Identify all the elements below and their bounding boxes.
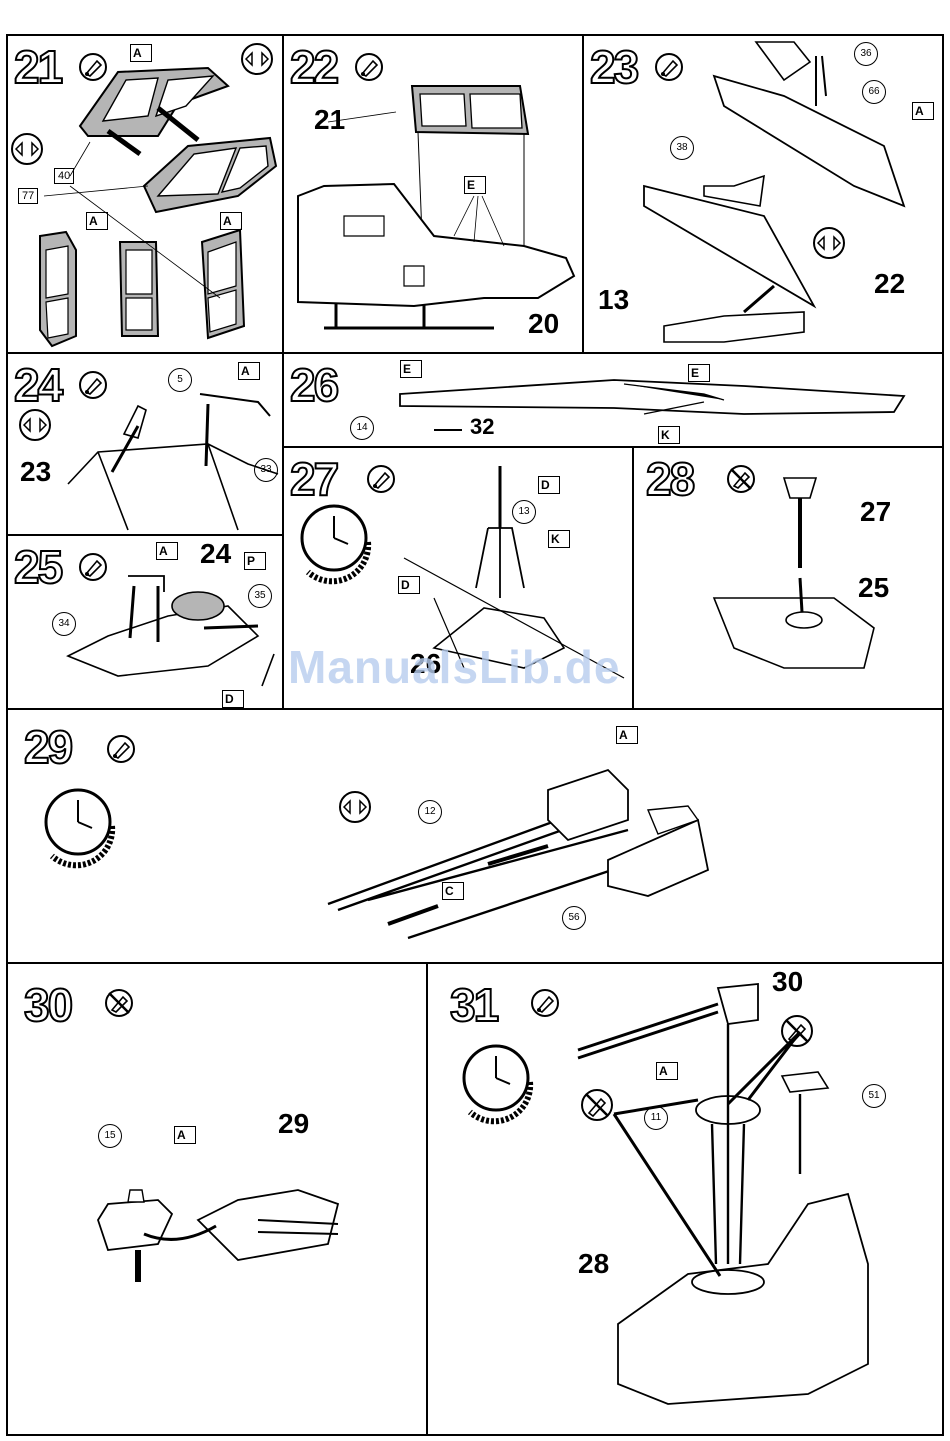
step-29-panel: 29 A 12 C 56	[6, 708, 944, 964]
canopy-drawing	[8, 36, 284, 354]
sight-drawing	[8, 536, 284, 710]
gun-barrel-drawing	[8, 710, 944, 964]
turret-install-drawing	[428, 964, 944, 1436]
rotor-blade-drawing	[284, 354, 944, 448]
cockpit-drawing	[284, 36, 584, 354]
step-22-panel: 22 21 20 E	[282, 34, 584, 354]
step-30-panel: 30 15 A 29	[6, 962, 428, 1436]
step-23-panel: 23 36 66 A 38 22 13	[582, 34, 944, 354]
step-21-panel: 21 A A A 40 77	[6, 34, 284, 354]
gun-mount-drawing	[8, 964, 428, 1436]
step-26-panel: 26 E E 14 32 K	[282, 352, 944, 448]
step-24-panel: 24 5 A 23 33	[6, 352, 284, 536]
antenna-drawing	[8, 354, 284, 536]
step-28-panel: 28 27 25	[632, 446, 944, 710]
watermark: ManualsLib.de	[288, 640, 620, 694]
step-25-panel: 25 A 24 P 35 34 D	[6, 534, 284, 710]
fuselage-top-drawing	[584, 36, 944, 354]
step-31-panel: 31 30 A 51 11 28	[426, 962, 944, 1436]
mast-install-drawing	[634, 448, 944, 710]
